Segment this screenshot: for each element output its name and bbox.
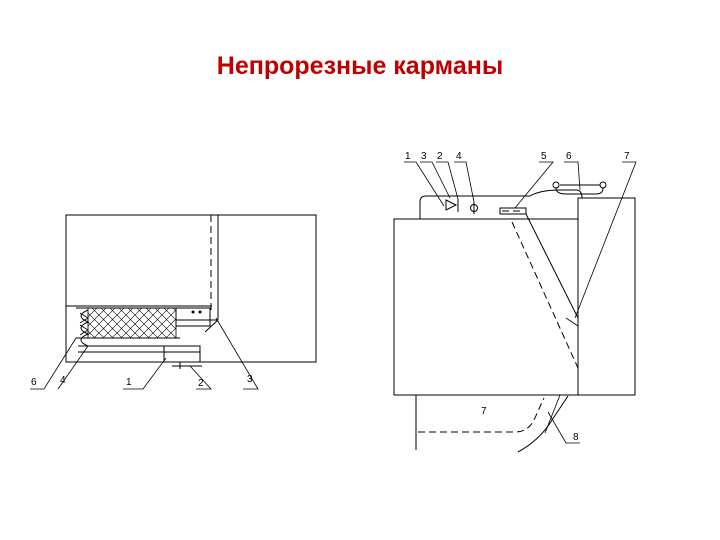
leader-line <box>189 365 212 390</box>
seam-turn-line <box>204 319 219 333</box>
bartack-mark <box>565 317 579 327</box>
leader-line <box>544 394 561 434</box>
callout-label: 1 <box>126 377 132 388</box>
leader-line <box>215 317 259 390</box>
pocket-stitch-diagonal <box>511 221 579 369</box>
slide-title: Непрорезные карманы <box>216 52 504 80</box>
leader-line <box>30 337 77 390</box>
folded-edge-marks <box>79 312 89 336</box>
leader-line <box>436 161 459 200</box>
callout-label: 2 <box>198 378 204 389</box>
stitch-box <box>175 307 211 327</box>
top-fold-outline <box>419 195 530 219</box>
pocket-bag-curve <box>517 395 569 453</box>
callout-label: 3 <box>421 151 427 162</box>
leader-line <box>420 161 451 199</box>
callout-label: 4 <box>60 375 66 386</box>
left-pocket-section-drawing: 6 4 1 2 3 <box>30 214 317 390</box>
callout-label: 2 <box>437 151 443 162</box>
leader-line <box>123 357 167 390</box>
callout-label: 5 <box>541 151 547 162</box>
leader-line <box>514 161 554 209</box>
leader-line <box>564 161 581 191</box>
stitch-dot <box>191 310 195 314</box>
rivet-symbol <box>599 181 607 189</box>
rivet-symbol <box>552 181 560 189</box>
folded-edge-curves <box>80 309 90 347</box>
callout-label: 6 <box>566 151 572 162</box>
fold-triangle-symbol <box>445 199 458 211</box>
callout-label: 3 <box>247 374 253 385</box>
garment-panel-left <box>65 214 317 363</box>
callout-label: 6 <box>31 377 37 388</box>
leader-line <box>57 345 89 390</box>
welt-stitch-segment <box>499 207 527 215</box>
right-pocket-section-drawing: 1 3 2 4 5 6 7 7 8 <box>393 151 637 453</box>
callout-label: 8 <box>573 432 579 443</box>
tab-loop <box>555 187 604 195</box>
garment-panel-facing <box>577 197 636 396</box>
leader-line <box>454 161 475 203</box>
leader-line <box>574 161 637 319</box>
callout-label: 7 <box>624 151 630 162</box>
pocket-opening-edge <box>525 213 579 319</box>
leader-line <box>547 411 580 444</box>
welt-block <box>163 345 201 363</box>
callout-label: 4 <box>456 151 462 162</box>
callout-label: 7 <box>481 406 487 417</box>
leader-line <box>404 161 445 207</box>
stitch-dot <box>198 310 202 314</box>
pocket-bag-hatching <box>87 307 177 339</box>
callout-label: 1 <box>405 151 411 162</box>
